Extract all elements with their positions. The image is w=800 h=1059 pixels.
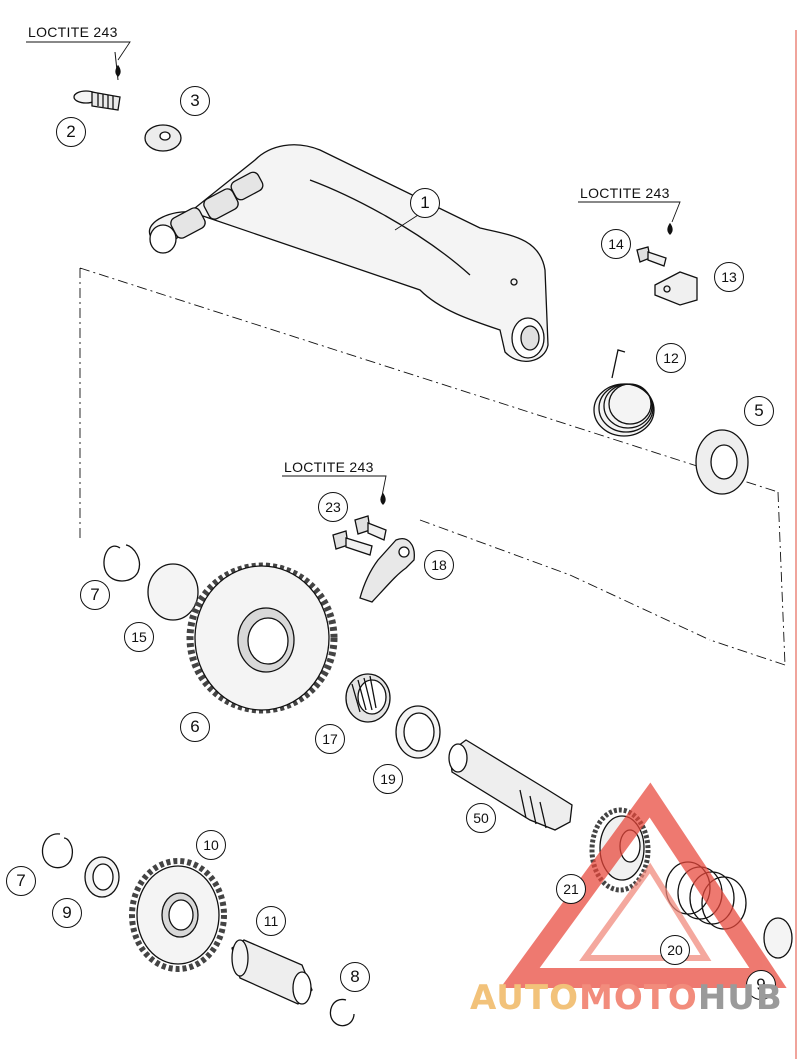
callout-7-top: 7: [80, 580, 110, 610]
callout-50: 50: [466, 803, 496, 833]
callout-18: 18: [424, 550, 454, 580]
part-18-ratchet: [359, 538, 415, 603]
part-3-washer: [144, 124, 182, 152]
part-1-kickstart-lever: [149, 144, 549, 362]
callout-5: 5: [744, 396, 774, 426]
callout-21: 21: [556, 874, 586, 904]
callout-15: 15: [124, 622, 154, 652]
part-17-needle-bearing: [345, 673, 391, 723]
callout-11: 11: [256, 906, 286, 936]
part-10-gear: [129, 858, 227, 972]
loctite-label-middle: LOCTITE 243: [284, 459, 374, 475]
callout-23: 23: [318, 492, 348, 522]
loctite-label-top: LOCTITE 243: [28, 24, 118, 40]
callout-19: 19: [373, 764, 403, 794]
part-23-screws: [332, 515, 387, 556]
callout-20: 20: [660, 935, 690, 965]
callout-13: 13: [714, 262, 744, 292]
loctite-label-right: LOCTITE 243: [580, 185, 670, 201]
callout-1: 1: [410, 188, 440, 218]
part-13-bracket: [654, 271, 698, 306]
callout-14: 14: [601, 229, 631, 259]
watermark-text-moto: MOTO: [578, 978, 698, 1018]
part-19-washer: [395, 705, 441, 759]
watermark-text-auto: AUTO: [470, 978, 579, 1018]
part-9-washer-right: [763, 917, 793, 959]
part-5-washer: [695, 429, 749, 495]
part-6-gear: [186, 562, 338, 714]
part-50-shaft: [448, 739, 573, 831]
part-8-circlip: [329, 998, 355, 1027]
part-15-washer: [147, 563, 199, 621]
part-9-washer-left: [84, 856, 120, 898]
part-2-screw: [73, 90, 121, 111]
part-7-circlip: [103, 544, 141, 582]
callout-2: 2: [56, 117, 86, 147]
part-7-circlip-lower: [41, 833, 74, 869]
part-14-bolt: [636, 246, 667, 267]
assembly-dashed-outline: [79, 267, 786, 666]
watermark-text: AUTOMOTOHUB: [470, 978, 783, 1018]
callout-8: 8: [340, 962, 370, 992]
callout-10: 10: [196, 830, 226, 860]
callout-17: 17: [315, 724, 345, 754]
part-12-spring: [593, 349, 655, 437]
callout-3: 3: [180, 86, 210, 116]
callout-7-bottom: 7: [6, 866, 36, 896]
callout-9-left: 9: [52, 898, 82, 928]
callout-9-right: 9: [746, 970, 776, 1000]
watermark-text-hub: HUB: [697, 978, 783, 1018]
callout-12: 12: [656, 343, 686, 373]
part-11-shaft: [231, 939, 313, 1005]
callout-6: 6: [180, 712, 210, 742]
